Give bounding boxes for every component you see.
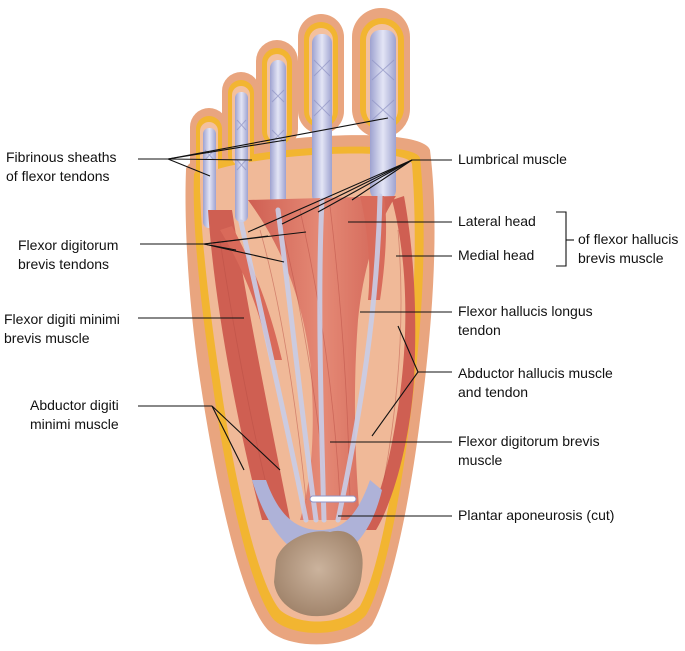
- label-line: Flexor hallucis longus: [458, 303, 593, 319]
- label-line: Abductor hallucis muscle: [458, 365, 613, 381]
- label-line: Plantar aponeurosis (cut): [458, 507, 615, 523]
- label-lumbrical-muscle: Lumbrical muscle: [458, 150, 567, 169]
- label-lateral-head: Lateral head: [458, 212, 536, 231]
- label-line: Lumbrical muscle: [458, 151, 567, 167]
- leader-lines: [138, 117, 574, 517]
- label-line: Flexor digitorum brevis: [458, 433, 600, 449]
- heel-pad: [274, 530, 363, 617]
- label-line: Medial head: [458, 247, 535, 263]
- label-line: Abductor digiti: [30, 397, 119, 413]
- label-line: muscle: [458, 452, 503, 468]
- label-fibrinous-sheaths: Fibrinous sheaths of flexor tendons: [6, 148, 117, 186]
- label-line: Fibrinous sheaths: [6, 149, 117, 165]
- label-flexor-digitorum-brevis-muscle: Flexor digitorum brevis muscle: [458, 432, 600, 470]
- label-line: Flexor digitorum: [18, 237, 119, 253]
- label-abductor-digiti-minimi: Abductor digiti minimi muscle: [30, 396, 119, 434]
- label-line: brevis muscle: [578, 250, 664, 266]
- label-line: minimi muscle: [30, 416, 119, 432]
- label-line: Flexor digiti minimi: [4, 311, 120, 327]
- toe-tendon-sheaths: [203, 30, 396, 228]
- label-line: of flexor hallucis: [578, 231, 679, 247]
- label-flexor-digiti-minimi: Flexor digiti minimi brevis muscle: [4, 310, 120, 348]
- label-line: Lateral head: [458, 213, 536, 229]
- label-medial-head: Medial head: [458, 246, 534, 265]
- label-line: of flexor tendons: [6, 168, 110, 184]
- label-plantar-aponeurosis: Plantar aponeurosis (cut): [458, 506, 614, 525]
- label-line: and tendon: [458, 384, 529, 400]
- label-flexor-digitorum-brevis-tendons: Flexor digitorum brevis tendons: [18, 236, 118, 274]
- label-flexor-hallucis-brevis: of flexor hallucis brevis muscle: [578, 230, 678, 268]
- label-line: brevis tendons: [18, 256, 110, 272]
- label-abductor-hallucis: Abductor hallucis muscle and tendon: [458, 364, 613, 402]
- label-line: brevis muscle: [4, 330, 90, 346]
- label-line: tendon: [458, 322, 501, 338]
- plantar-aponeurosis-cut: [309, 495, 357, 503]
- label-flexor-hallucis-longus: Flexor hallucis longus tendon: [458, 302, 593, 340]
